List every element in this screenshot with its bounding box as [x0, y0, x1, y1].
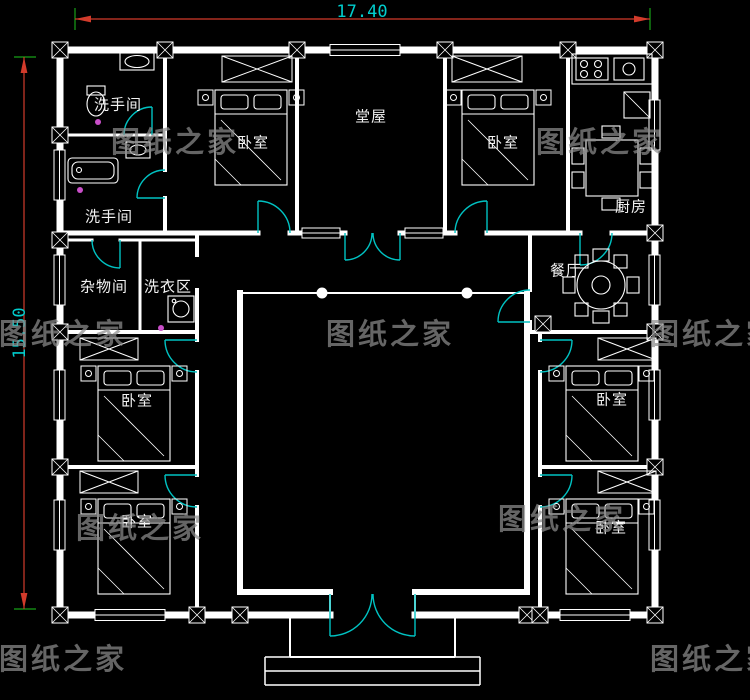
washroom1-fixtures	[86, 52, 155, 117]
bedroom5-door	[539, 339, 573, 373]
room-label-dining: 餐厅	[549, 261, 583, 280]
main-entrance-door	[372, 593, 416, 637]
dimension-top	[74, 8, 651, 30]
dimension-width-label: 17.40	[336, 2, 388, 22]
bedroom4-door	[164, 474, 198, 508]
veranda-post	[316, 287, 328, 299]
room-label-hall: 堂屋	[354, 107, 388, 126]
kitchen-door	[579, 232, 613, 266]
washing-machine	[167, 295, 195, 323]
room-label-storage: 杂物间	[79, 277, 129, 296]
windows	[53, 44, 661, 621]
bedroom3-door	[164, 339, 198, 373]
room-label-bedroom-3: 卧室	[120, 391, 154, 410]
dimension-height-label: 15.50	[10, 307, 30, 359]
doors	[91, 106, 613, 637]
bedroom1-door	[257, 200, 291, 234]
room-label-bedroom-2: 卧室	[486, 133, 520, 152]
washroom2-door	[136, 169, 166, 199]
furniture	[67, 52, 657, 595]
dining-door	[497, 289, 531, 323]
room-label-bedroom-1: 卧室	[236, 133, 270, 152]
dimension-left	[14, 56, 36, 610]
room-label-washroom-top: 洗手间	[93, 95, 143, 114]
room-label-bedroom-6: 卧室	[594, 518, 628, 537]
courtyard-walls	[237, 287, 530, 616]
main-entrance-door	[329, 593, 373, 637]
hall-double-door	[344, 232, 373, 261]
veranda-post	[461, 287, 473, 299]
room-label-washroom-left: 洗手间	[84, 207, 134, 226]
dining-table	[562, 248, 640, 324]
room-label-bedroom-4: 卧室	[120, 512, 154, 531]
bed-bedroom3	[97, 365, 171, 462]
bedroom2-door	[454, 200, 488, 234]
washroom1-door	[123, 106, 153, 136]
washroom2-fixtures	[67, 141, 151, 184]
room-label-laundry: 洗衣区	[143, 277, 193, 296]
bedroom6-door	[539, 474, 573, 508]
room-label-bedroom-5: 卧室	[595, 390, 629, 409]
room-label-kitchen: 厨房	[614, 197, 648, 216]
bed-bedroom5	[565, 365, 639, 462]
bed-bedroom6	[565, 498, 639, 595]
entrance-steps	[264, 615, 481, 686]
fixture-dots	[77, 119, 164, 331]
kitchen-fixtures	[571, 53, 653, 211]
storage-door	[91, 239, 121, 269]
hall-double-door	[372, 232, 401, 261]
